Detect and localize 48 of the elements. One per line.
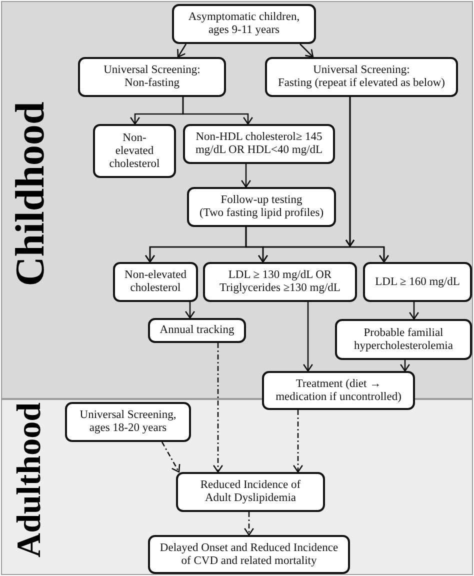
arrow bbox=[345, 96, 390, 263]
arrow bbox=[408, 302, 420, 320]
step-text: Probable familial hypercholesterolemia bbox=[353, 326, 454, 352]
step-text: LDL ≥ 160 mg/dL bbox=[375, 276, 460, 288]
process-box bbox=[148, 318, 246, 343]
dash-dot-arrow bbox=[244, 512, 254, 536]
process-box bbox=[176, 472, 325, 512]
step-text: Fasting (repeat if elevated as below) bbox=[278, 77, 445, 90]
step-text: Universal Screening: bbox=[104, 64, 200, 77]
process-box bbox=[187, 187, 336, 227]
step-text: Non-elevated cholesterol bbox=[108, 132, 161, 170]
process-box bbox=[148, 535, 350, 574]
process-box bbox=[183, 124, 335, 164]
arrow bbox=[177, 44, 187, 58]
arrow bbox=[302, 302, 314, 372]
arrow bbox=[184, 302, 196, 319]
process-box bbox=[172, 4, 316, 44]
dash-dot-arrow bbox=[292, 410, 304, 473]
step-text: (Two fasting lipid profiles) bbox=[199, 207, 324, 220]
process-box bbox=[363, 262, 472, 302]
step-text: Universal Screening, ages 18-20 years bbox=[78, 409, 178, 435]
process-box bbox=[265, 57, 458, 97]
arrow bbox=[400, 360, 410, 372]
step-text: Non-HDL cholesterol≥ 145 mg/dL OR HDL<40 mg/dL bbox=[194, 131, 324, 157]
step-text: LDL ≥ 130 mg/dL OR Triglycerides ≥130 mg/dL bbox=[218, 269, 342, 295]
step-text: Universal Screening: bbox=[313, 64, 410, 77]
process-box bbox=[262, 371, 415, 410]
process-box bbox=[113, 262, 198, 302]
step-text: Non-fasting bbox=[124, 77, 180, 90]
step-text: Non-elevated cholesterol bbox=[124, 269, 188, 295]
process-box bbox=[65, 402, 191, 442]
dash-dot-arrow bbox=[212, 343, 224, 473]
step-text: Follow-up testing bbox=[220, 194, 302, 207]
step-text: Treatment (diet → medication if uncontrolled) bbox=[274, 378, 402, 404]
process-box bbox=[78, 57, 226, 97]
step-text: Annual tracking bbox=[160, 324, 234, 337]
arrow bbox=[240, 164, 252, 188]
dash-dot-arrow bbox=[161, 442, 180, 473]
step-text: Reduced Incidence of Adult Dyslipidemia bbox=[199, 479, 302, 505]
step-text: Delayed Onset and Reduced Incidence of CVD and related mortality bbox=[158, 542, 340, 568]
section-label: Childhood bbox=[10, 102, 50, 286]
arrow bbox=[182, 97, 254, 125]
section-label: Adulthood bbox=[13, 402, 47, 558]
arrow bbox=[300, 44, 314, 58]
process-box bbox=[203, 262, 357, 302]
step-text: Asymptomatic children, ages 9-11 years bbox=[187, 11, 301, 37]
process-box bbox=[93, 124, 176, 178]
process-box bbox=[335, 319, 472, 360]
